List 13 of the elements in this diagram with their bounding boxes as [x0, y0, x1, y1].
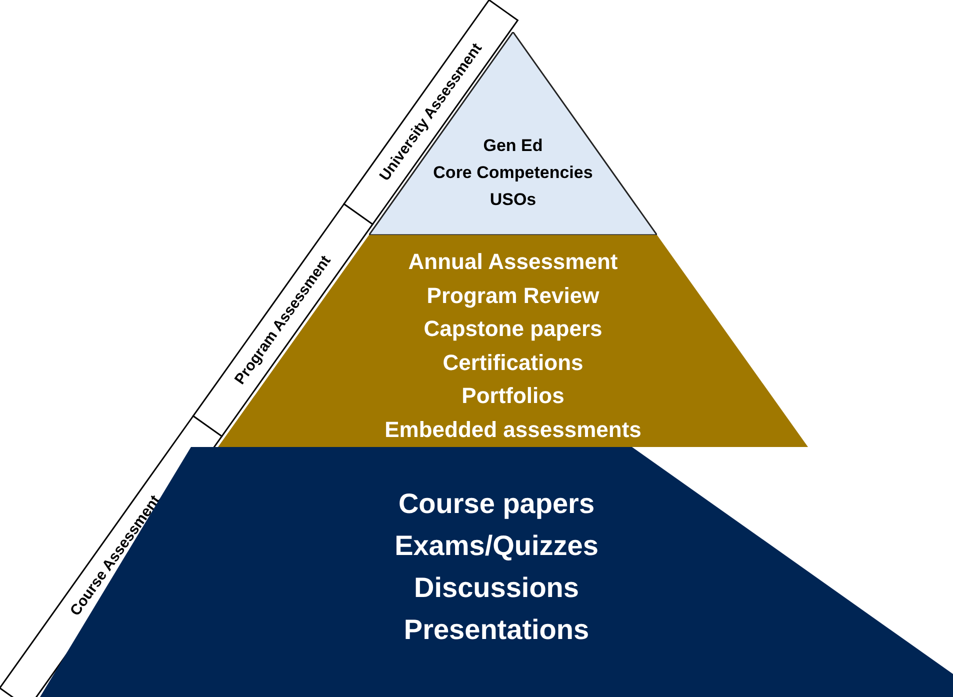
tier-text: Portfolios	[462, 382, 564, 410]
tier-text: Presentations	[404, 613, 590, 647]
tier-text: Annual Assessment	[408, 248, 618, 276]
tier-text: Program Review	[426, 282, 600, 310]
tier-text: Discussions	[414, 571, 579, 605]
tier-text: Capstone papers	[424, 315, 602, 343]
tier-text: Embedded assessments	[384, 416, 642, 444]
tier-text: USOs	[490, 189, 536, 211]
tier-text: Certifications	[442, 348, 584, 376]
tier-text: Core Competencies	[433, 162, 593, 184]
tier-text: Gen Ed	[483, 135, 543, 157]
tier-text: Course papers	[398, 487, 595, 521]
tier-text: Exams/Quizzes	[394, 529, 598, 563]
